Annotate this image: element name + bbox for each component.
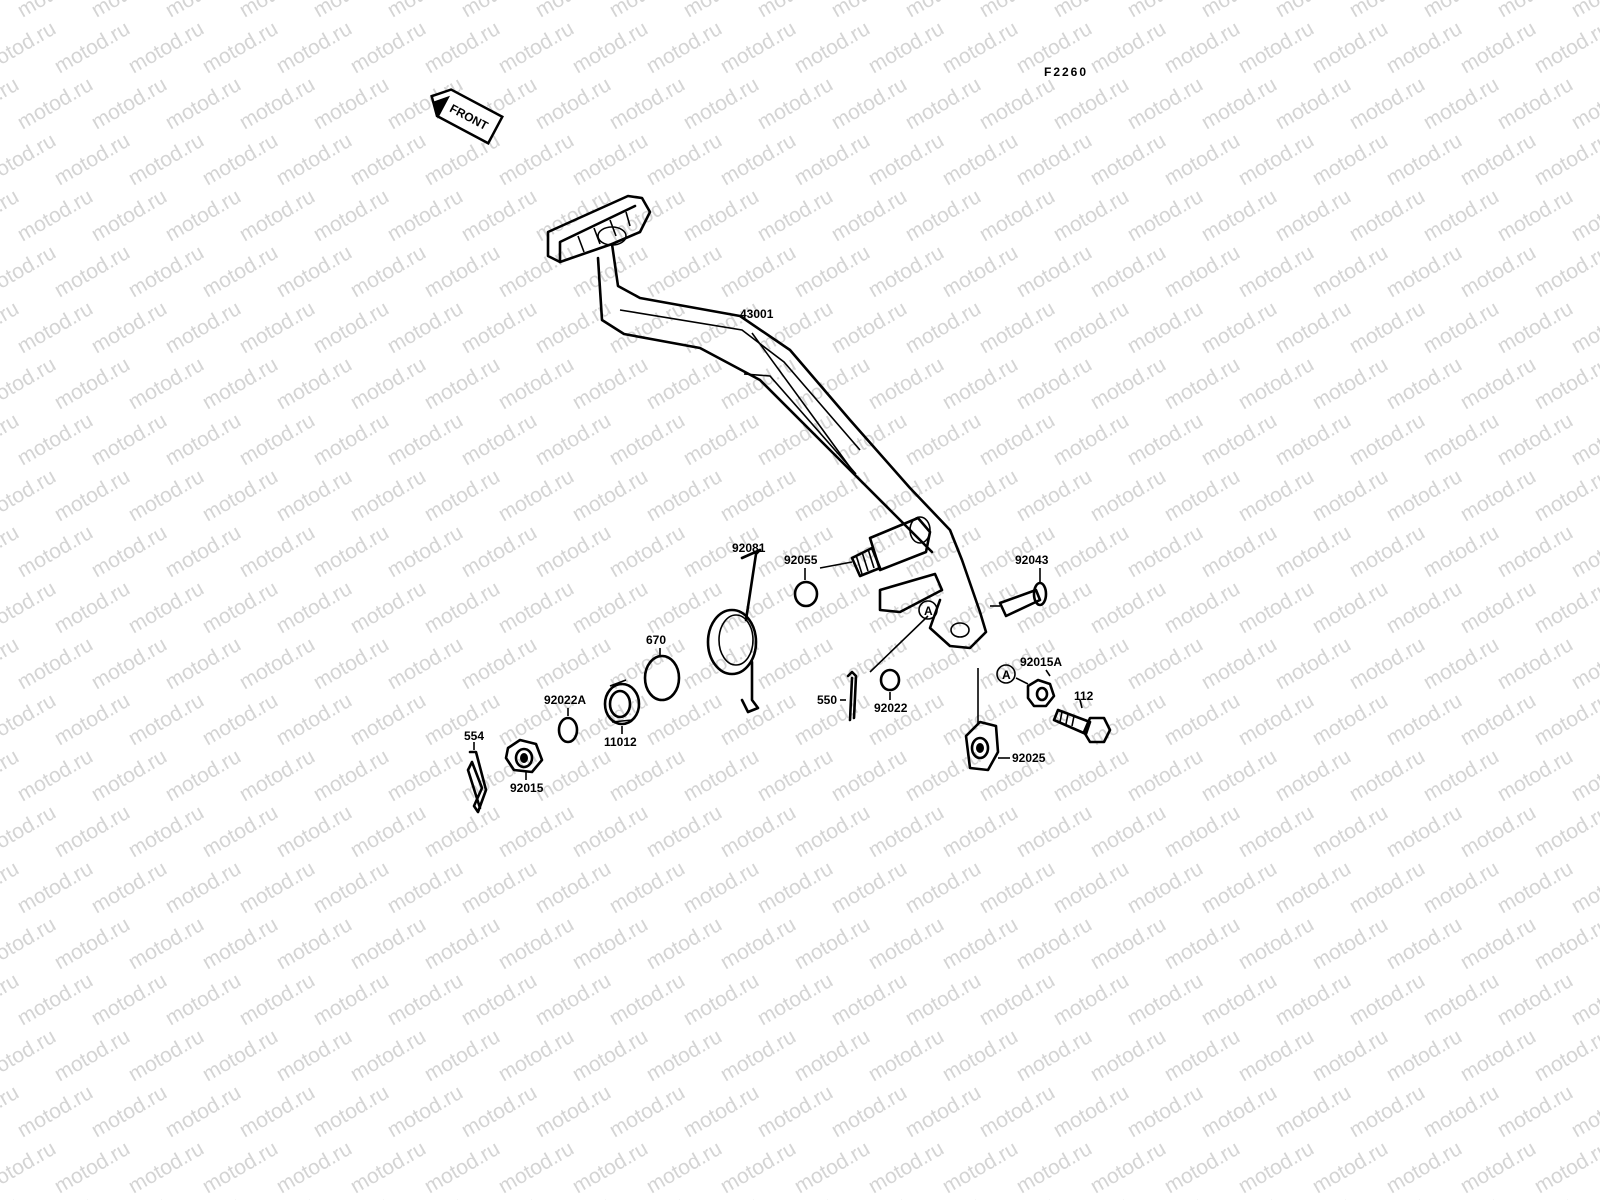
front-arrow-icon: FRONT: [430, 88, 504, 145]
washer-92022a: [557, 716, 579, 744]
ref-letter-a-pedal: A: [924, 604, 933, 618]
label-92025: 92025: [1012, 751, 1046, 765]
bolt-112: [1052, 708, 1112, 744]
return-spring: [706, 548, 762, 714]
joint-92025: [964, 668, 1000, 772]
label-92022a: 92022A: [544, 693, 586, 707]
ref-letter-a-nut: A: [1002, 668, 1011, 682]
label-92022: 92022: [874, 701, 908, 715]
label-670: 670: [646, 633, 666, 647]
label-92043: 92043: [1015, 553, 1049, 567]
nut-92015a: [1026, 678, 1056, 708]
washer-92022: [879, 668, 901, 692]
cotter-pin-550: [846, 670, 858, 722]
brake-pedal: A: [546, 194, 988, 673]
label-43001: 43001: [740, 307, 774, 321]
label-11012: 11012: [604, 735, 637, 749]
o-ring-670: [643, 654, 681, 702]
label-92015: 92015: [510, 781, 544, 795]
washer-92055: [793, 580, 819, 608]
collar-11012: [603, 679, 641, 726]
clevis-pin-92043: [990, 581, 1048, 618]
label-112: 112: [1074, 689, 1094, 703]
nut-92015: [504, 738, 544, 774]
label-92081: 92081: [732, 541, 766, 555]
label-92015a: 92015A: [1020, 655, 1062, 669]
label-550: 550: [817, 693, 837, 707]
label-92055: 92055: [784, 553, 818, 567]
label-554: 554: [464, 729, 484, 743]
ref-marker-a: [996, 664, 1016, 684]
diagram-code: F2260: [1044, 65, 1088, 79]
hair-clip-554: [466, 750, 488, 814]
